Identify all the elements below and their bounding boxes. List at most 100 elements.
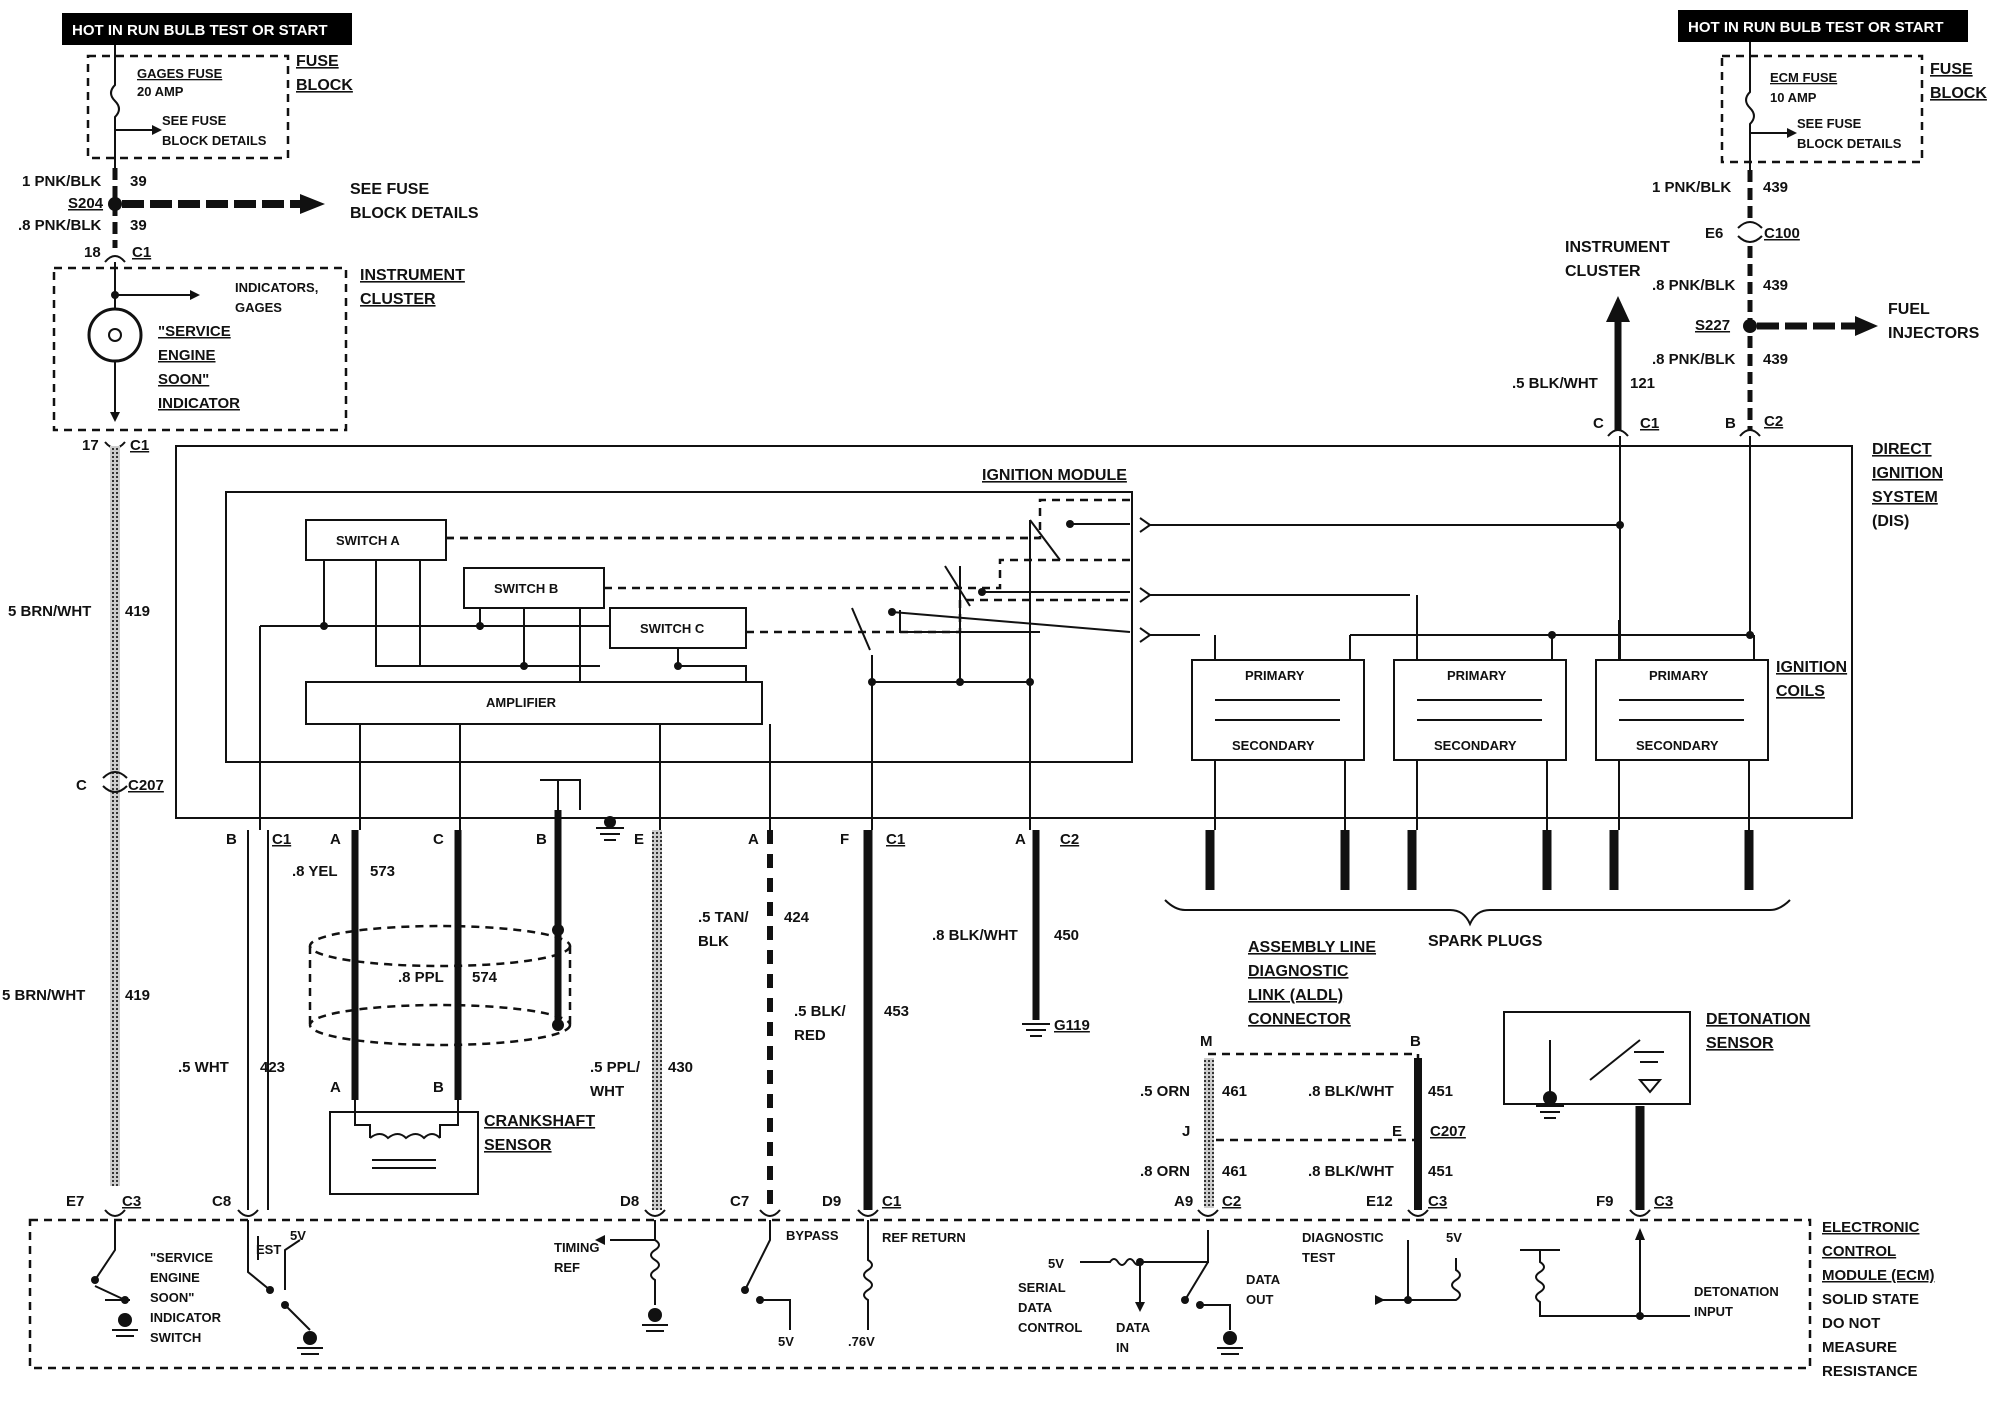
circuit-451b: 451 bbox=[1428, 1163, 1453, 1180]
ecm-ses-1: "SERVICE bbox=[150, 1250, 213, 1265]
wire-8yel: .8 YEL bbox=[292, 863, 338, 880]
ecm-076v: .76V bbox=[848, 1334, 875, 1349]
ecm-5v-c: 5V bbox=[1048, 1256, 1064, 1271]
data-out-2: OUT bbox=[1246, 1292, 1274, 1307]
data-out-1: DATA bbox=[1246, 1272, 1281, 1287]
serial-data-1: SERIAL bbox=[1018, 1280, 1066, 1295]
fuse-block-left-2: BLOCK bbox=[296, 77, 353, 94]
pin-a2: A bbox=[748, 831, 759, 848]
aldl-pin-b: B bbox=[1410, 1033, 1421, 1050]
ecm-ref-return: REF RETURN bbox=[882, 1230, 966, 1245]
ecm-label-6: MEASURE bbox=[1822, 1339, 1897, 1356]
coil1-primary: PRIMARY bbox=[1245, 668, 1305, 683]
coil1-secondary: SECONDARY bbox=[1232, 738, 1315, 753]
circuit-451a: 451 bbox=[1428, 1083, 1453, 1100]
splice-s227: S227 bbox=[1695, 317, 1730, 334]
conn-c2-b: C2 bbox=[1060, 831, 1079, 848]
ecm-label-7: RESISTANCE bbox=[1822, 1363, 1918, 1380]
ecm-5v-a: 5V bbox=[290, 1228, 306, 1243]
gages-text: GAGES bbox=[235, 300, 282, 315]
aldl-label-3: LINK (ALDL) bbox=[1248, 987, 1343, 1004]
coil2-primary: PRIMARY bbox=[1447, 668, 1507, 683]
pin-b2: B bbox=[536, 831, 547, 848]
wire-5orn: .5 ORN bbox=[1140, 1083, 1190, 1100]
wire-8blkwht: .8 BLK/WHT bbox=[932, 927, 1018, 944]
cluster-right-1: INSTRUMENT bbox=[1565, 239, 1670, 256]
ecm-ses-2: ENGINE bbox=[150, 1270, 200, 1285]
ecm-fuse-see1: SEE FUSE bbox=[1797, 116, 1862, 131]
conn-c1-a: C1 bbox=[272, 831, 291, 848]
circuit-39b: 39 bbox=[130, 217, 147, 234]
det-label-1: DETONATION bbox=[1706, 1011, 1810, 1028]
ecm-fuse-see2: BLOCK DETAILS bbox=[1797, 136, 1902, 151]
aldl-label-2: DIAGNOSTIC bbox=[1248, 963, 1349, 980]
wire-5blkwht: .5 BLK/WHT bbox=[1512, 375, 1598, 392]
ecm-pin-labels: E7 C3 C8 D8 C7 D9 C1 bbox=[66, 1193, 901, 1210]
ignition-coils: PRIMARY SECONDARY PRIMARY SECONDARY PRIM… bbox=[1164, 436, 1847, 950]
ses-3: SOON" bbox=[158, 371, 209, 388]
timing-ref-1: TIMING bbox=[554, 1240, 600, 1255]
hot-banner-left: HOT IN RUN BULB TEST OR START bbox=[62, 13, 352, 45]
ecm-box: "SERVICE ENGINE SOON" INDICATOR SWITCH E… bbox=[28, 1209, 1935, 1380]
ecm-est: EST bbox=[256, 1242, 281, 1257]
wire-1pnkblk: 1 PNK/BLK bbox=[22, 173, 101, 190]
fuel-injectors-2: INJECTORS bbox=[1888, 325, 1980, 342]
wire-5tanblk-2: BLK bbox=[698, 933, 729, 950]
ignition-module: IGNITION MODULE SWITCH A SWITCH B SWITCH… bbox=[225, 467, 1620, 830]
pin-b-c1: B bbox=[226, 831, 237, 848]
crank-label-1: CRANKSHAFT bbox=[484, 1113, 595, 1130]
wire-5blkred-1: .5 BLK/ bbox=[794, 1003, 847, 1020]
fuse-block-right-1: FUSE bbox=[1930, 61, 1973, 78]
spark-plugs-label: SPARK PLUGS bbox=[1428, 933, 1543, 950]
pin-f9: F9 bbox=[1596, 1193, 1614, 1210]
pin-17: 17 bbox=[82, 437, 99, 454]
det-label-2: SENSOR bbox=[1706, 1035, 1774, 1052]
hot-banner-right: HOT IN RUN BULB TEST OR START bbox=[1678, 10, 1968, 42]
gages-fuse-name: GAGES FUSE bbox=[137, 66, 223, 81]
pin-f: F bbox=[840, 831, 849, 848]
crank-label-2: SENSOR bbox=[484, 1137, 552, 1154]
ses-2: ENGINE bbox=[158, 347, 216, 364]
wire-5blkred-2: RED bbox=[794, 1027, 826, 1044]
circuit-461b: 461 bbox=[1222, 1163, 1247, 1180]
fuse-block-left-1: FUSE bbox=[296, 53, 339, 70]
conn-c1-top: C1 bbox=[132, 244, 151, 261]
pin-18: 18 bbox=[84, 244, 101, 261]
ses-1: "SERVICE bbox=[158, 323, 231, 340]
circuit-573: 573 bbox=[370, 863, 395, 880]
circuit-424: 424 bbox=[784, 909, 810, 926]
wire-8pnkblk: .8 PNK/BLK bbox=[18, 217, 102, 234]
dis-label-1: DIRECT bbox=[1872, 441, 1932, 458]
see-fuse-2: BLOCK DETAILS bbox=[350, 205, 479, 222]
cluster-left-label1: INSTRUMENT bbox=[360, 267, 465, 284]
serial-data-2: DATA bbox=[1018, 1300, 1053, 1315]
circuit-461a: 461 bbox=[1222, 1083, 1247, 1100]
aldl-pin-e: E bbox=[1392, 1123, 1402, 1140]
ecm-fuse-rating: 10 AMP bbox=[1770, 90, 1817, 105]
conn-c2-dis: C2 bbox=[1764, 413, 1783, 430]
splice-s204-label: S204 bbox=[68, 195, 104, 212]
conn-c3-ecm-b: C3 bbox=[1654, 1193, 1673, 1210]
circuit-423: 423 bbox=[260, 1059, 285, 1076]
ecm-fuse-name: ECM FUSE bbox=[1770, 70, 1838, 85]
conn-c3-ecm-a: C3 bbox=[1428, 1193, 1447, 1210]
conn-c1-b: C1 bbox=[886, 831, 905, 848]
cluster-left-label2: CLUSTER bbox=[360, 291, 436, 308]
amplifier: AMPLIFIER bbox=[486, 695, 557, 710]
circuit-439a: 439 bbox=[1763, 179, 1788, 196]
ses-4: INDICATOR bbox=[158, 395, 240, 412]
switch-a: SWITCH A bbox=[336, 533, 400, 548]
detonation-sensor: DETONATION SENSOR F9 C3 bbox=[1503, 1011, 1810, 1210]
switch-c: SWITCH C bbox=[640, 621, 705, 636]
ecm-fuse-box: ECM FUSE 10 AMP SEE FUSE BLOCK DETAILS bbox=[1720, 42, 1924, 170]
conn-c1-dis: C1 bbox=[1640, 415, 1659, 432]
diag-test-1: DIAGNOSTIC bbox=[1302, 1230, 1384, 1245]
aldl-label-4: CONNECTOR bbox=[1248, 1011, 1351, 1028]
cluster-right-2: CLUSTER bbox=[1565, 263, 1641, 280]
data-in-1: DATA bbox=[1116, 1320, 1151, 1335]
pin-b-dis: B bbox=[1725, 415, 1736, 432]
wire-8blkwht-a: .8 BLK/WHT bbox=[1308, 1083, 1394, 1100]
dis-label-2: IGNITION bbox=[1872, 465, 1943, 482]
conn-c207-left: C207 bbox=[128, 777, 164, 794]
